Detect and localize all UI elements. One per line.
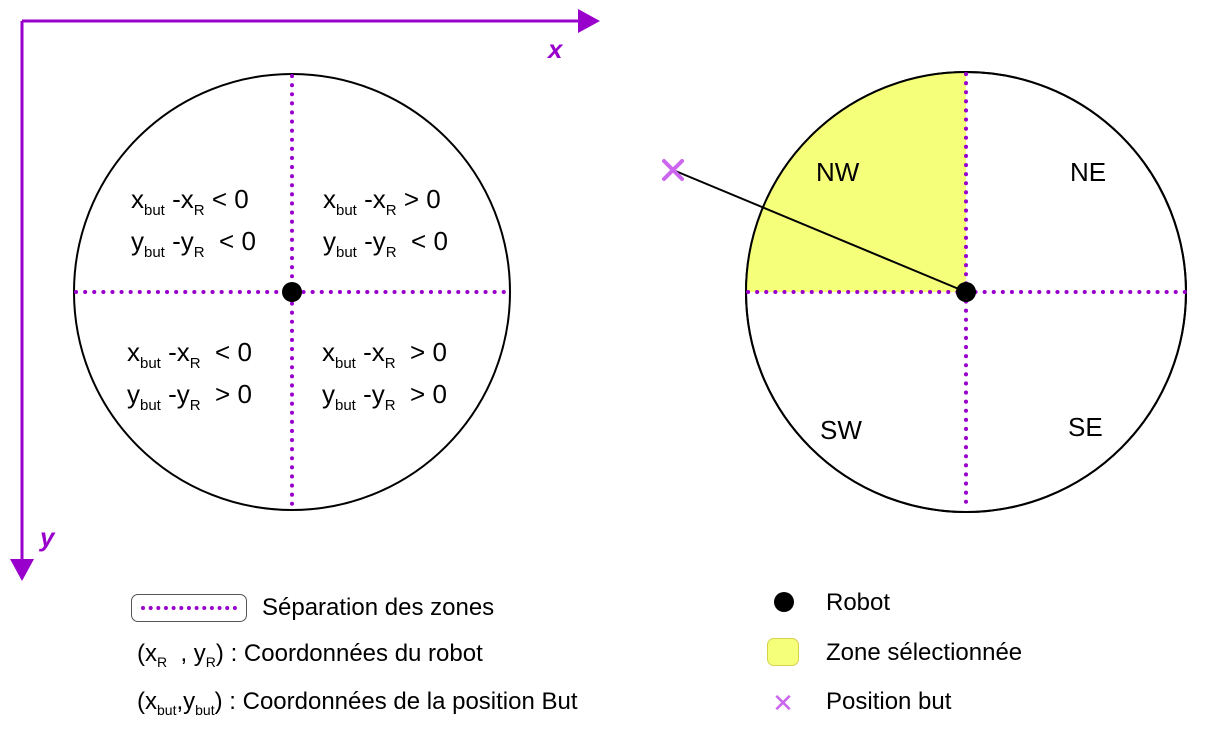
goal-position-marker — [662, 159, 684, 181]
x-axis-arrowhead — [578, 9, 600, 33]
legend-separation-label: Séparation des zones — [262, 594, 495, 621]
coordinate-axes — [10, 9, 600, 581]
zone-label-ne: NE — [1070, 157, 1107, 187]
y-axis-label: y — [40, 522, 55, 552]
left-robot-dot — [282, 282, 302, 302]
zone-label-nw: NW — [816, 157, 860, 187]
selected-zone-fill — [746, 72, 966, 292]
condition-se: xbut -xR > 0 ybut -yR > 0 — [322, 331, 447, 415]
legend-selected-zone-label: Zone sélectionnée — [826, 639, 1023, 666]
condition-se-y: ybut -yR > 0 — [322, 379, 447, 414]
x-axis-label: x — [548, 34, 563, 64]
condition-nw-x: xbut -xR < 0 — [131, 184, 249, 219]
right-zone-circle — [672, 71, 1188, 513]
left-zone-circle — [73, 73, 511, 511]
separation-legend-swatch — [131, 594, 247, 622]
separation-legend-dots — [141, 606, 237, 610]
condition-ne-x: xbut -xR > 0 — [323, 184, 441, 219]
condition-nw-y: ybut -yR < 0 — [131, 226, 256, 261]
right-robot-dot — [956, 282, 976, 302]
condition-sw-y: ybut -yR > 0 — [127, 379, 252, 414]
legend-selected-zone-swatch — [767, 638, 799, 666]
legend-goal-label: Position but — [826, 688, 952, 715]
condition-sw-x: xbut -xR < 0 — [127, 337, 252, 372]
legend-robot-label: Robot — [826, 589, 891, 616]
robot-to-goal-line — [672, 169, 967, 293]
condition-se-x: xbut -xR > 0 — [322, 337, 447, 372]
legend-goal-coordinates: (xbut,ybut) : Coordonnées de la position… — [137, 688, 578, 718]
legend-robot-swatch — [774, 592, 794, 612]
condition-ne-y: ybut -yR < 0 — [323, 226, 448, 261]
condition-ne: xbut -xR > 0 ybut -yR < 0 — [323, 178, 448, 262]
zone-label-sw: SW — [820, 415, 862, 445]
legend-goal-icon: ✕ — [772, 688, 794, 718]
zone-label-se: SE — [1068, 412, 1103, 442]
y-axis-arrowhead — [10, 559, 34, 581]
legend-robot-coordinates: (xR , yR) : Coordonnées du robot — [137, 640, 483, 670]
condition-nw: xbut -xR < 0 ybut -yR < 0 — [131, 178, 256, 262]
condition-sw: xbut -xR < 0 ybut -yR > 0 — [127, 331, 252, 415]
